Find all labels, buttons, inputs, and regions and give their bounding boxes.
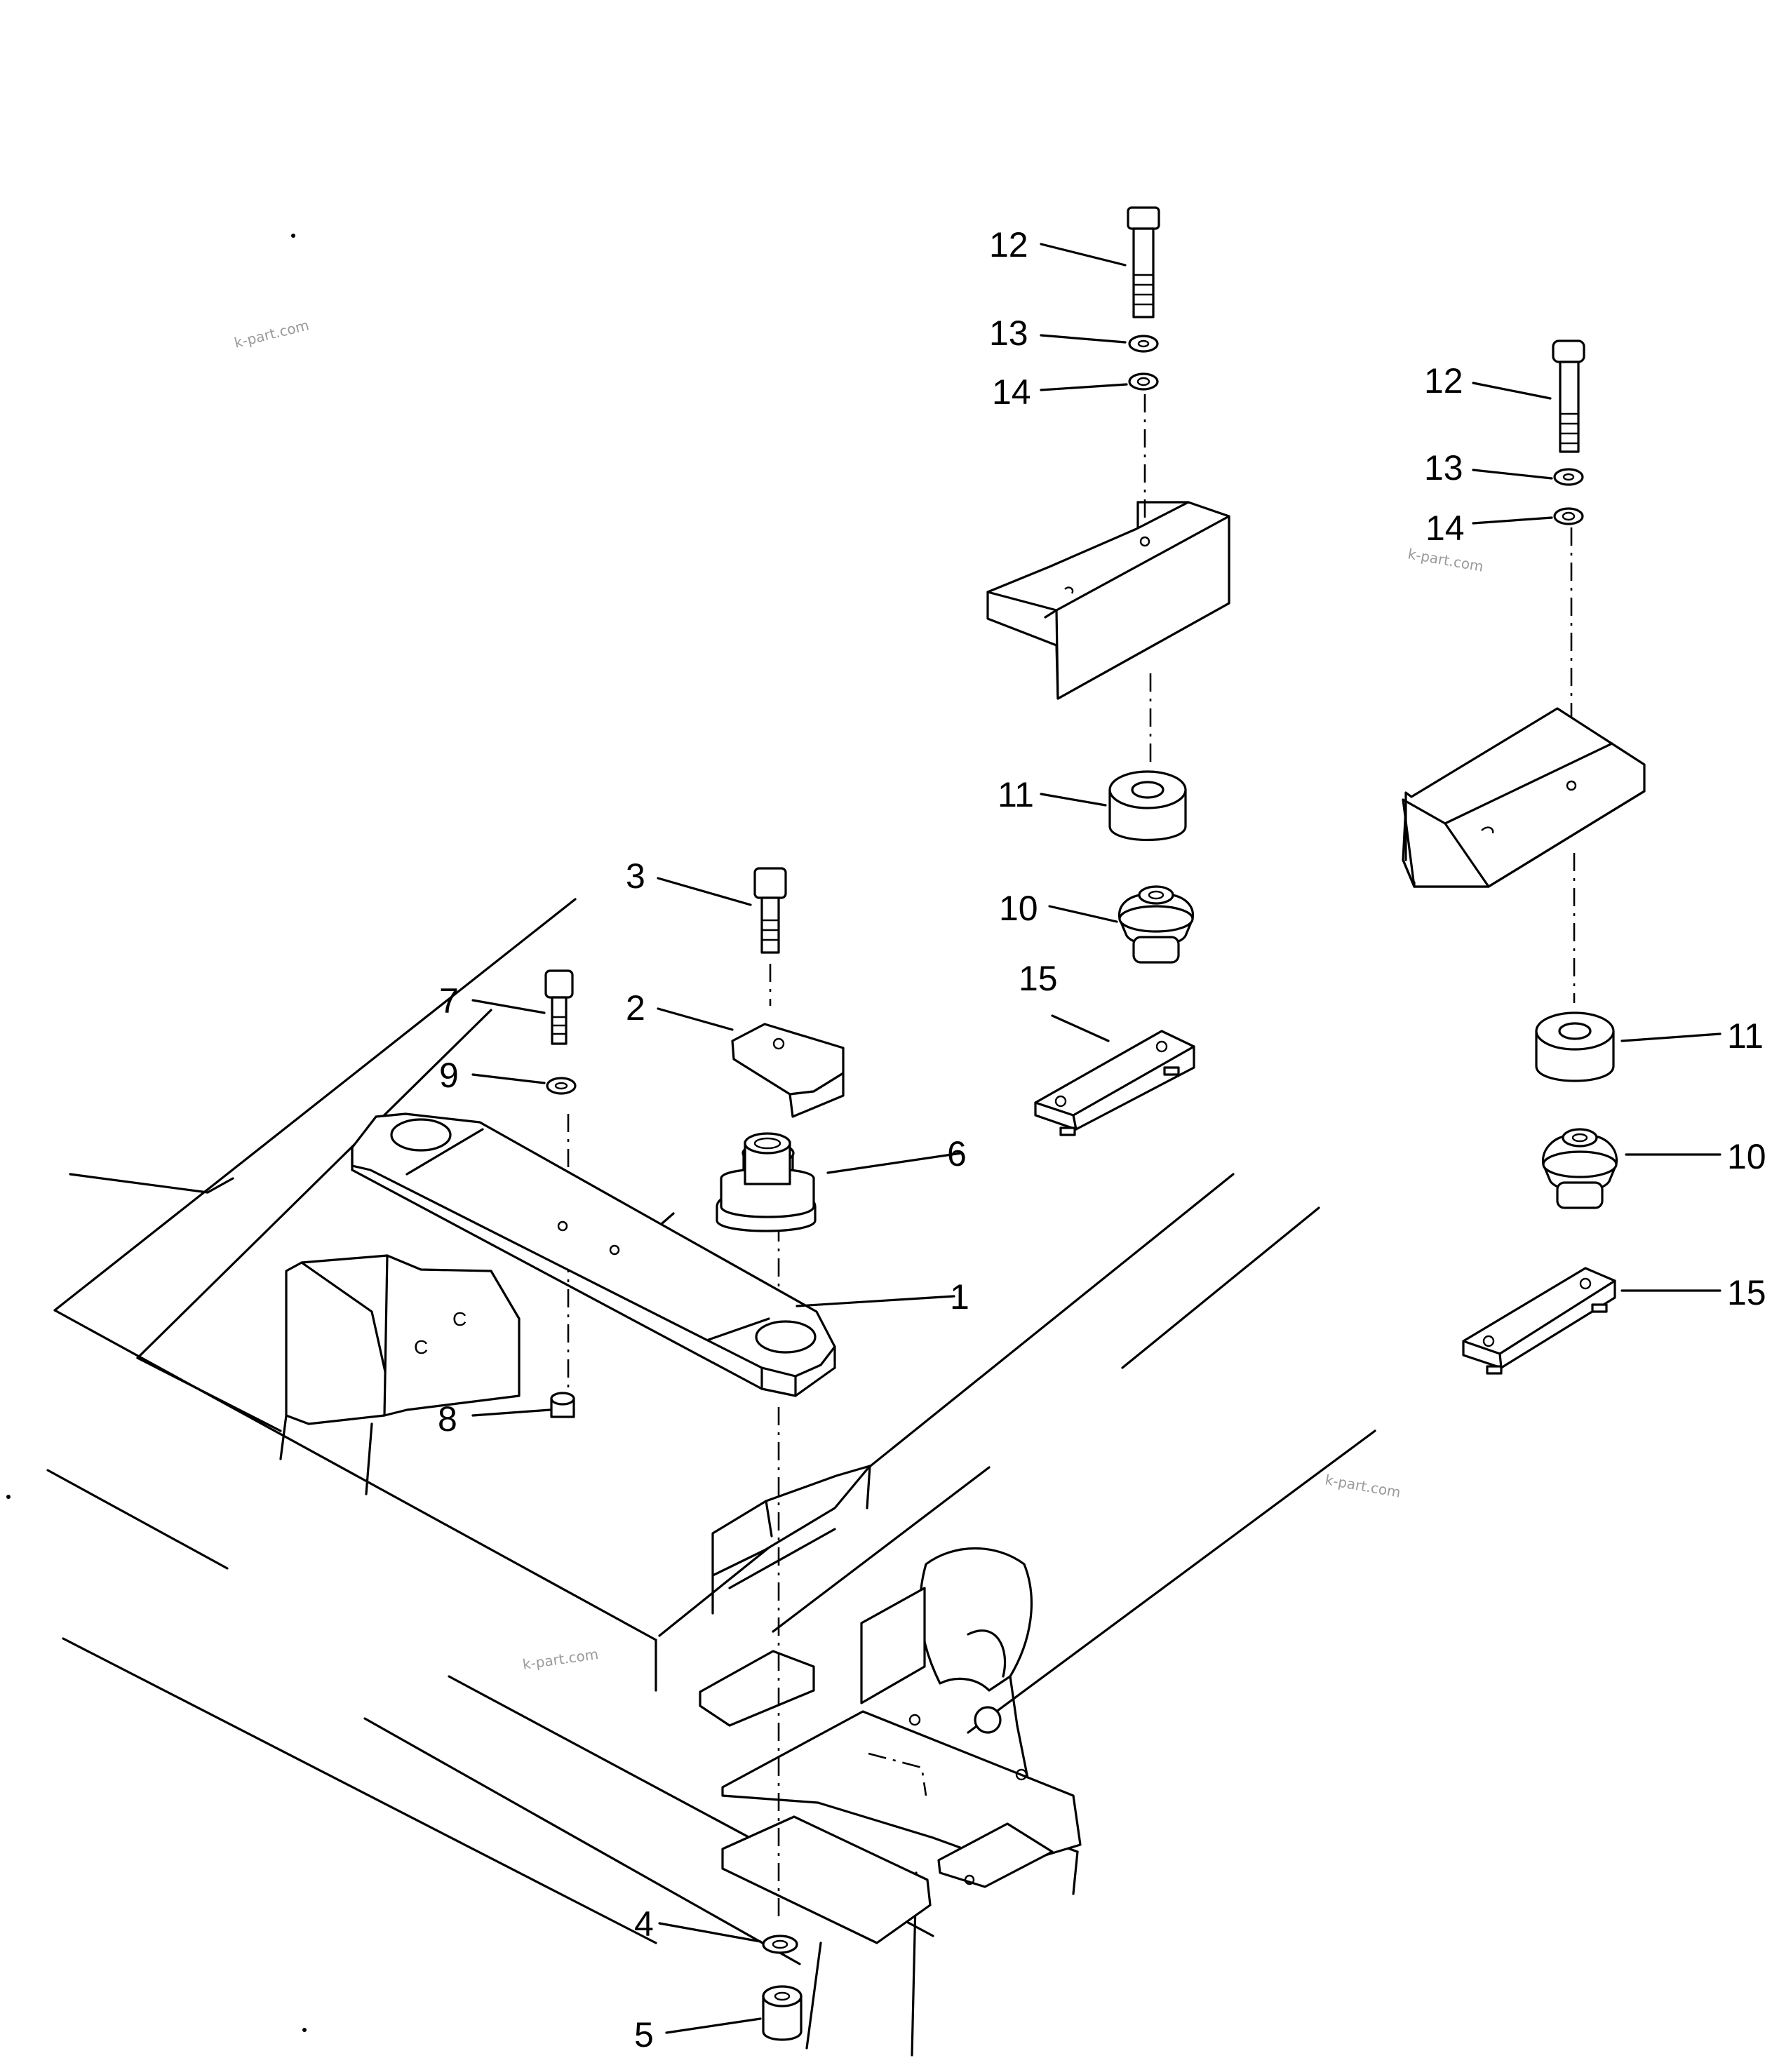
watermark: k-part.com xyxy=(1407,545,1484,575)
part-4-washer xyxy=(762,1935,798,1954)
watermark: k-part.com xyxy=(1324,1471,1402,1501)
bracket-a xyxy=(986,501,1230,700)
part-12-bolt-b xyxy=(1552,339,1585,453)
part-9-washer xyxy=(546,1077,577,1095)
callout-9: 9 xyxy=(439,1056,459,1095)
callout-13b: 13 xyxy=(1424,448,1463,487)
callout-12b: 12 xyxy=(1424,361,1463,401)
part-11-cushion-a xyxy=(1108,770,1187,841)
part-13-lock-washer-a xyxy=(1128,335,1159,353)
leader-lines xyxy=(471,243,1721,2034)
callout-11b: 11 xyxy=(1727,1016,1764,1056)
callout-14a: 14 xyxy=(992,372,1031,412)
part-8-nut xyxy=(550,1392,575,1418)
svg-text:C: C xyxy=(414,1336,428,1358)
part-1-support-bar xyxy=(351,1112,836,1397)
part-7-bolt xyxy=(544,969,574,1045)
callout-12a: 12 xyxy=(989,225,1028,264)
part-6-bushing xyxy=(716,1132,817,1232)
part-15-plate-a xyxy=(1034,1030,1195,1136)
watermark: k-part.com xyxy=(232,316,310,351)
part-10-mount-a xyxy=(1118,885,1194,964)
callout-2: 2 xyxy=(626,988,645,1028)
part-12-bolt-a xyxy=(1127,206,1160,318)
callout-7: 7 xyxy=(439,981,459,1021)
callout-15b: 15 xyxy=(1727,1273,1766,1312)
callout-11a: 11 xyxy=(998,775,1034,814)
callout-4: 4 xyxy=(634,1904,654,1944)
callout-8: 8 xyxy=(438,1399,457,1439)
callout-5: 5 xyxy=(634,2015,654,2054)
part-11-cushion-b xyxy=(1535,1011,1615,1082)
part-14-washer-a xyxy=(1128,372,1159,391)
bracket-b xyxy=(1402,707,1646,888)
callout-10a: 10 xyxy=(999,889,1038,928)
part-13-lock-washer-b xyxy=(1553,468,1584,486)
callout-10b: 10 xyxy=(1727,1137,1766,1176)
callout-14b: 14 xyxy=(1425,509,1465,548)
callout-6: 6 xyxy=(947,1134,967,1173)
part-3-bolt xyxy=(753,867,787,954)
svg-text:C: C xyxy=(452,1308,467,1330)
callout-13a: 13 xyxy=(989,314,1028,353)
callout-labels: 12 13 14 11 10 15 12 13 14 11 10 15 3 2 … xyxy=(438,225,1766,2054)
callout-1: 1 xyxy=(950,1277,969,1317)
part-14-washer-b xyxy=(1553,507,1584,525)
frame-structure: C C xyxy=(46,898,1376,2057)
scan-specks xyxy=(6,234,307,2032)
part-5-spacer xyxy=(762,1985,803,2041)
part-10-mount-b xyxy=(1542,1128,1618,1209)
callout-15a: 15 xyxy=(1019,959,1058,998)
part-15-plate-b xyxy=(1462,1267,1616,1375)
part-2-plate xyxy=(731,1023,845,1118)
callout-3: 3 xyxy=(626,856,645,896)
watermark: k-part.com xyxy=(521,1646,599,1673)
